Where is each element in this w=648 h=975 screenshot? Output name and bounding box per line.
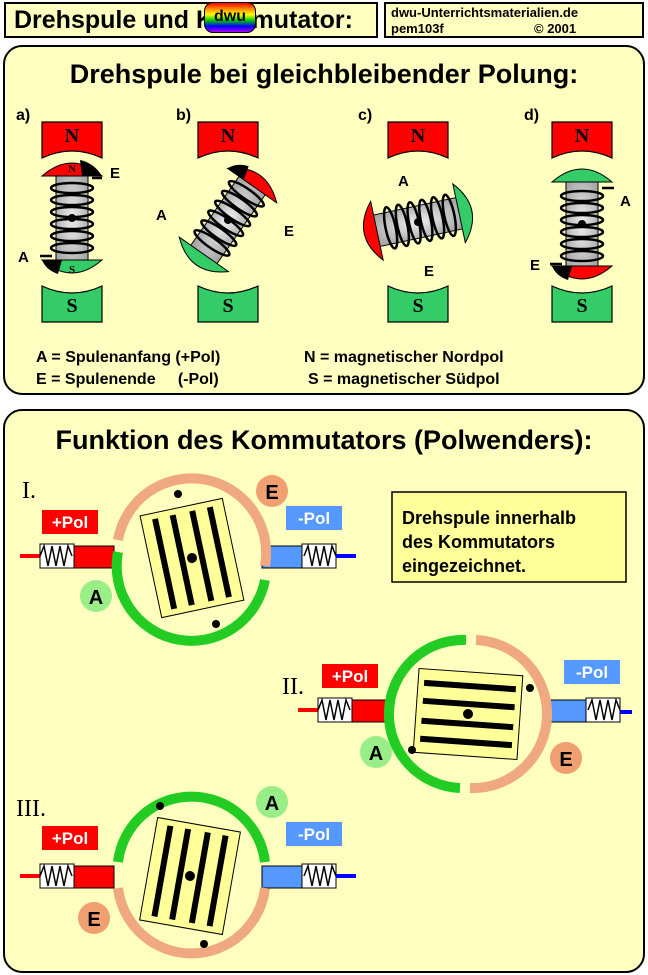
stage-1-label: I. bbox=[22, 478, 36, 504]
panel-polung bbox=[3, 45, 645, 395]
note-line-2: des Kommutators bbox=[402, 532, 555, 552]
coil-c-end-E: E bbox=[424, 263, 434, 280]
magnet-north-b-label: N bbox=[221, 125, 236, 147]
coil-a-end-E: E bbox=[110, 165, 120, 182]
stage-1-minus-brush: -Pol bbox=[261, 506, 356, 569]
stage-3-minus-brush: -Pol bbox=[261, 822, 356, 889]
stage-3-badge-A bbox=[256, 786, 288, 818]
legend-N: N = magnetischer Nordpol bbox=[304, 349, 504, 366]
sub-label-c: c) bbox=[358, 107, 372, 124]
stage-1-badge-E bbox=[256, 475, 288, 507]
stage-3-segment-A bbox=[113, 791, 270, 863]
coil-d bbox=[550, 168, 614, 280]
copyright: © 2001 bbox=[534, 21, 577, 36]
magnet-north-a bbox=[41, 121, 103, 159]
header-info: dwu-Unterrichtsmaterialien.de pem103f © … bbox=[384, 2, 644, 38]
coil-a-end-A: A bbox=[18, 249, 29, 266]
stage-1-coil bbox=[139, 497, 245, 619]
sub-label-b: b) bbox=[176, 107, 191, 124]
stage-2-badge-A bbox=[360, 736, 392, 768]
stage-2-minus-label: -Pol bbox=[576, 663, 608, 682]
stage-2: II. +Pol -Pol bbox=[282, 634, 632, 794]
note-line-1: Drehspule innerhalb bbox=[402, 508, 576, 528]
stage-1-badge-A-label: A bbox=[89, 587, 103, 609]
stage-3-badge-E-label: E bbox=[87, 909, 100, 931]
stage-3-badge-E bbox=[78, 902, 110, 934]
note-box bbox=[391, 491, 627, 583]
stage-3-label: III. bbox=[16, 796, 46, 822]
magnet-north-c bbox=[387, 121, 449, 159]
coil-a-south: S bbox=[69, 264, 75, 276]
stage-3-segment-E bbox=[113, 887, 270, 959]
coil-b-end-A: A bbox=[156, 207, 167, 224]
magnet-south-b-label: S bbox=[222, 295, 233, 317]
legend-A: A = Spulenanfang (+Pol) bbox=[36, 349, 220, 366]
stage-2-plus-label: +Pol bbox=[332, 667, 368, 686]
header-title: Drehspule und Kommutator: bbox=[4, 2, 378, 38]
magnet-south-a bbox=[41, 285, 103, 323]
stage-3-plus-label: +Pol bbox=[52, 829, 88, 848]
coil-a: N S bbox=[40, 160, 104, 276]
magnet-south-b bbox=[197, 285, 259, 323]
document-code: pem103f bbox=[391, 21, 444, 36]
sub-label-a: a) bbox=[16, 107, 30, 124]
magnet-south-c-label: S bbox=[412, 295, 423, 317]
stage-2-badge-E-label: E bbox=[559, 749, 572, 771]
magnet-north-d-label: N bbox=[575, 125, 590, 147]
stage-3-plus-brush: +Pol bbox=[20, 826, 115, 889]
site-name: dwu-Unterrichtsmaterialien.de bbox=[391, 5, 579, 20]
magnet-north-d bbox=[551, 121, 613, 159]
stage-1-minus-label: -Pol bbox=[298, 509, 330, 528]
legend-E: E = Spulenende (-Pol) bbox=[36, 371, 219, 388]
dwu-logo: dwu bbox=[204, 2, 256, 33]
stage-1: I. +Pol -Pol bbox=[20, 473, 356, 646]
stage-3-coil bbox=[139, 816, 241, 936]
magnet-south-c bbox=[387, 285, 449, 323]
magnet-north-c-label: N bbox=[411, 125, 426, 147]
stage-1-plus-label: +Pol bbox=[52, 513, 88, 532]
magnets: N S N S N S N S bbox=[41, 121, 613, 323]
stage-2-minus-brush: -Pol bbox=[545, 660, 632, 723]
sub-label-d: d) bbox=[524, 107, 539, 124]
coil-d-end-A: A bbox=[620, 193, 631, 210]
magnet-north-b bbox=[197, 121, 259, 159]
coil-b-end-E: E bbox=[284, 223, 294, 240]
coil-a-north: N bbox=[68, 163, 76, 175]
panel-kommutator-title: Funktion des Kommutators (Polwenders): bbox=[55, 425, 592, 455]
magnet-south-d-label: S bbox=[576, 295, 587, 317]
stage-2-badge-E bbox=[550, 742, 582, 774]
stage-2-segment-E bbox=[469, 635, 553, 794]
stage-1-segment-E bbox=[113, 473, 272, 567]
panel-polung-title: Drehspule bei gleichbleibender Polung: bbox=[70, 59, 579, 89]
stage-1-segment-A bbox=[111, 551, 270, 646]
coil-c bbox=[363, 182, 473, 262]
stage-1-badge-A bbox=[80, 580, 112, 612]
coil-d-end-E: E bbox=[530, 257, 540, 274]
stage-1-badge-E-label: E bbox=[265, 482, 278, 504]
stage-2-badge-A-label: A bbox=[369, 743, 383, 765]
stage-3: III. +Pol -Pol bbox=[16, 786, 356, 959]
stage-2-label: II. bbox=[282, 674, 304, 700]
note-line-3: eingezeichnet. bbox=[402, 556, 526, 576]
stage-3-minus-label: -Pol bbox=[298, 825, 330, 844]
legend-S: S = magnetischer Südpol bbox=[308, 371, 500, 388]
stage-2-segment-A bbox=[383, 634, 467, 793]
coil-c-end-A: A bbox=[398, 173, 409, 190]
stage-3-badge-A-label: A bbox=[265, 793, 279, 815]
stage-2-plus-brush: +Pol bbox=[298, 664, 393, 723]
stage-1-plus-brush: +Pol bbox=[20, 510, 115, 569]
magnet-south-a-label: S bbox=[66, 295, 77, 317]
stage-2-coil bbox=[412, 667, 524, 761]
coil-b bbox=[178, 164, 278, 273]
magnet-north-a-label: N bbox=[65, 125, 80, 147]
magnet-south-d bbox=[551, 285, 613, 323]
